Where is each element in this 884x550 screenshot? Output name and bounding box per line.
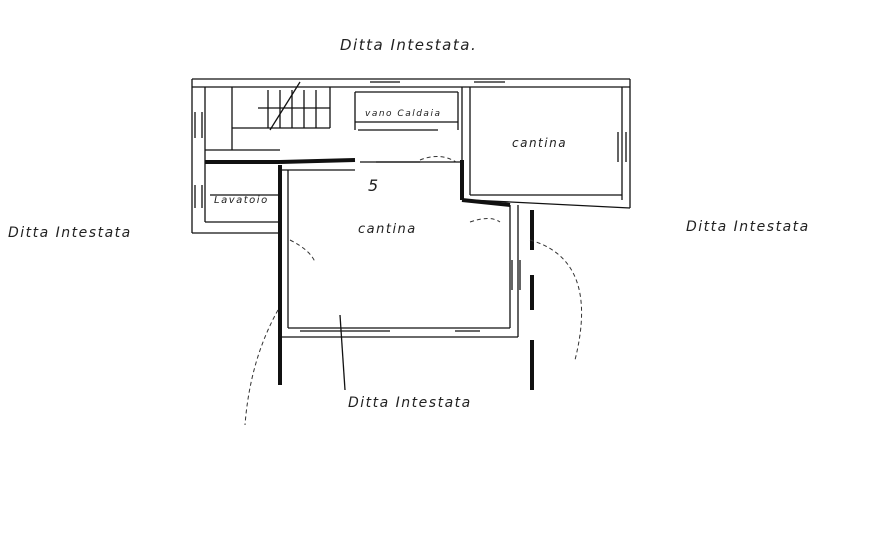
neighbor-label-top: Ditta Intestata.	[340, 36, 477, 54]
room-label-vano-caldaia: vano Caldaia	[365, 109, 441, 119]
room-label-lavatoio: Lavatoio	[214, 195, 269, 206]
openings	[194, 81, 627, 426]
labels: Ditta Intestata. Ditta Intestata Ditta I…	[8, 36, 810, 411]
room-label-cantina-right: cantina	[512, 136, 567, 150]
neighbor-label-bottom: Ditta Intestata	[348, 395, 472, 411]
neighbor-label-left: Ditta Intestata	[8, 225, 132, 241]
room-number: 5	[368, 176, 380, 195]
walls	[191, 78, 631, 390]
room-label-cantina-main: cantina	[358, 222, 417, 237]
neighbor-label-right: Ditta Intestata	[686, 219, 810, 235]
